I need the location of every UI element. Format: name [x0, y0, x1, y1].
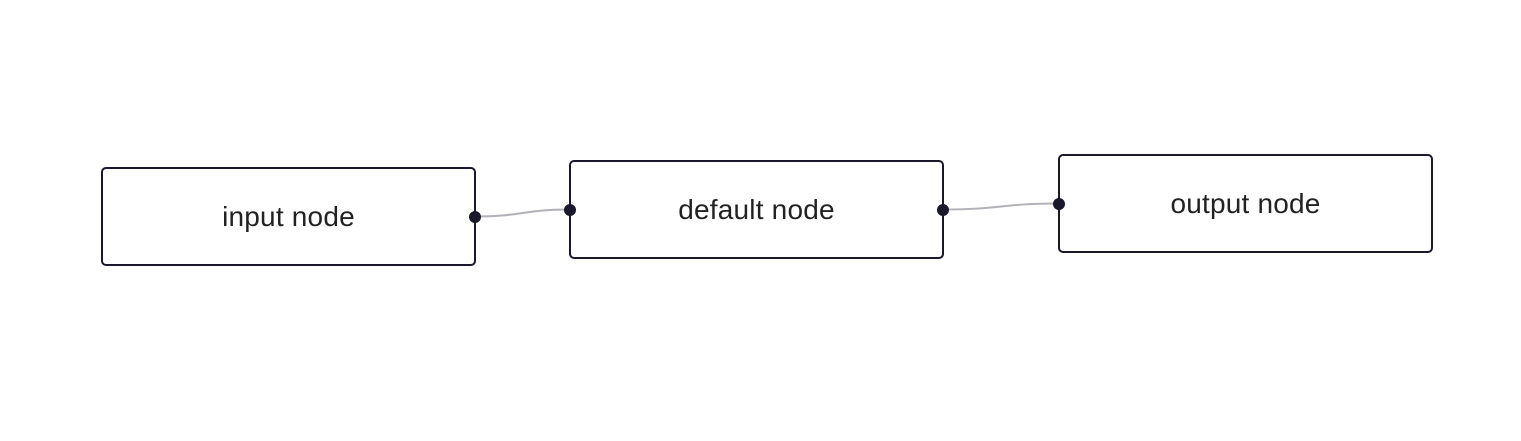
edge-input-to-default[interactable]	[474, 208, 571, 218]
default-node-source-handle[interactable]	[937, 203, 949, 216]
output-node[interactable]: output node	[1053, 154, 1433, 253]
input-node-source-handle[interactable]	[469, 210, 481, 223]
default-node[interactable]: default node	[564, 160, 949, 259]
output-node-target-handle[interactable]	[1053, 197, 1065, 210]
default-node-target-handle[interactable]	[564, 203, 576, 216]
edge-default-to-output[interactable]	[942, 202, 1060, 211]
input-node-label: input node	[222, 200, 355, 232]
default-node-label: default node	[678, 193, 835, 225]
input-node[interactable]: input node	[101, 167, 481, 266]
output-node-label: output node	[1170, 187, 1321, 219]
